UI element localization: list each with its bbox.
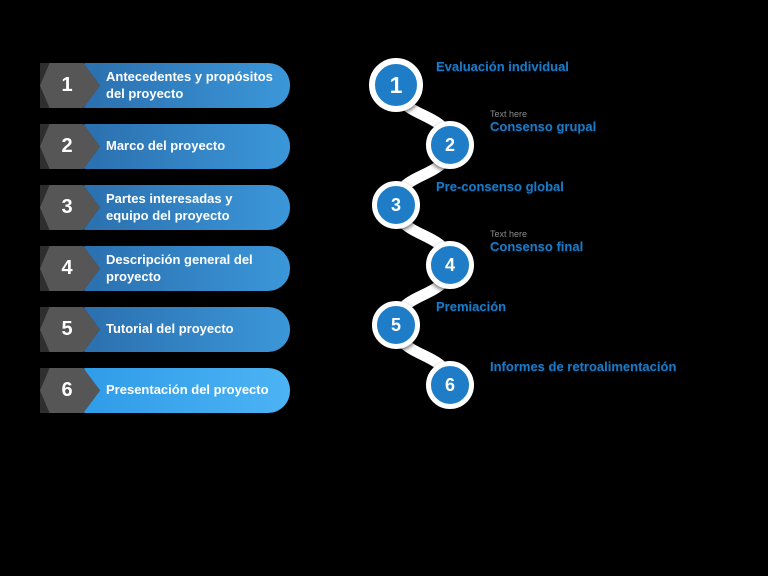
placeholder-text	[436, 49, 569, 59]
timeline-label-group: Text here Consenso grupal	[490, 109, 596, 134]
agenda-item-number: 3	[61, 196, 73, 218]
agenda-list: Antecedentes y propósitos del proyecto 1…	[40, 63, 290, 429]
agenda-item: Presentación del proyecto 6	[40, 368, 290, 413]
timeline-node-label: Consenso grupal	[490, 119, 597, 134]
timeline-node-number: 1	[389, 71, 403, 98]
timeline-node-number: 4	[444, 254, 455, 275]
agenda-item: Tutorial del proyecto 5	[40, 307, 290, 352]
agenda-item-number-badge: 3	[40, 185, 100, 230]
timeline-node-label: Consenso final	[490, 239, 584, 254]
agenda-item-bar: Marco del proyecto	[80, 124, 290, 169]
agenda-item-number-badge: 1	[40, 63, 100, 108]
agenda-item-number-badge: 2	[40, 124, 100, 169]
placeholder-text	[436, 289, 506, 299]
timeline-label-group: Text here Consenso final	[490, 229, 583, 254]
placeholder-text	[490, 349, 676, 359]
agenda-item: Antecedentes y propósitos del proyecto 1	[40, 63, 290, 108]
agenda-item-label: Tutorial del proyecto	[106, 321, 234, 337]
timeline-node-label: Premiación	[436, 299, 507, 314]
timeline-label-group: Pre-consenso global	[436, 169, 564, 194]
agenda-item-label: Presentación del proyecto	[106, 382, 269, 398]
timeline-node-number: 3	[390, 194, 401, 215]
timeline-node-label: Evaluación individual	[436, 59, 569, 74]
placeholder-text	[436, 169, 564, 179]
timeline-label-group: Informes de retroalimentación	[490, 349, 676, 374]
agenda-item-label: Partes interesadas y equipo del proyecto	[106, 191, 233, 223]
agenda-item-number: 1	[61, 74, 73, 96]
agenda-item-label: Descripción general del proyecto	[106, 252, 253, 284]
agenda-item-label: Antecedentes y propósitos del proyecto	[106, 69, 273, 101]
agenda-item-label: Marco del proyecto	[106, 138, 226, 154]
timeline-node: 3	[372, 181, 420, 229]
timeline-node-number: 2	[444, 134, 455, 155]
agenda-item-bar: Partes interesadas y equipo del proyecto	[80, 185, 290, 230]
agenda-item-number: 5	[61, 318, 73, 340]
timeline-node: 6	[426, 361, 474, 409]
timeline-node-number: 6	[444, 374, 455, 395]
agenda-item-bar: Descripción general del proyecto	[80, 246, 290, 291]
timeline: 1 2 3 4 5 6 Evaluación individual Text h…	[360, 40, 760, 440]
agenda-item-number: 4	[61, 257, 73, 279]
timeline-label-group: Evaluación individual	[436, 49, 569, 74]
agenda-item-number: 2	[61, 135, 73, 157]
agenda-item-bar: Tutorial del proyecto	[80, 307, 290, 352]
agenda-item: Marco del proyecto 2	[40, 124, 290, 169]
timeline-node-number: 5	[390, 314, 401, 335]
placeholder-text: Text here	[490, 229, 528, 239]
agenda-item-bar: Antecedentes y propósitos del proyecto	[80, 63, 290, 108]
timeline-label-group: Premiación	[436, 289, 506, 314]
agenda-item-number-badge: 4	[40, 246, 100, 291]
timeline-node-label: Informes de retroalimentación	[490, 359, 677, 374]
timeline-node: 4	[426, 241, 474, 289]
agenda-item-number-badge: 5	[40, 307, 100, 352]
agenda-item: Descripción general del proyecto 4	[40, 246, 290, 291]
timeline-node: 5	[372, 301, 420, 349]
agenda-item: Partes interesadas y equipo del proyecto…	[40, 185, 290, 230]
agenda-item-number-badge: 6	[40, 368, 100, 413]
placeholder-text: Text here	[490, 109, 528, 119]
timeline-node-label: Pre-consenso global	[436, 179, 564, 194]
timeline-node: 2	[426, 121, 474, 169]
agenda-item-number: 6	[61, 379, 73, 401]
agenda-item-bar: Presentación del proyecto	[80, 368, 290, 413]
timeline-node: 1	[369, 58, 423, 112]
